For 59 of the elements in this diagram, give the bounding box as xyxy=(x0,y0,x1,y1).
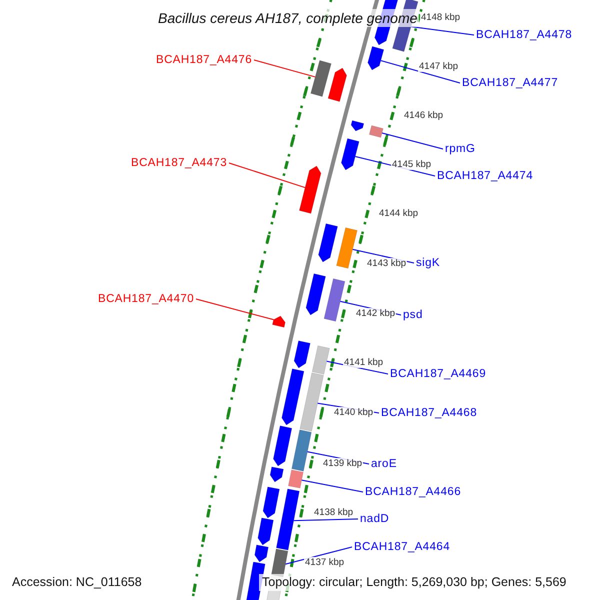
gene-label: BCAH187_A4466 xyxy=(365,485,461,499)
gene-bar xyxy=(310,60,332,97)
leader-line xyxy=(196,298,274,320)
position-label: 4141 kbp xyxy=(343,357,384,368)
gene-label: rpmG xyxy=(445,142,476,156)
position-label: 4145 kbp xyxy=(391,159,432,170)
gene-feature xyxy=(282,368,304,426)
gene-label: BCAH187_A4476 xyxy=(156,53,252,67)
gene-feature xyxy=(318,223,338,262)
gene-label: sigK xyxy=(416,256,440,270)
position-label: 4142 kbp xyxy=(355,308,396,319)
position-label: 4137 kbp xyxy=(304,557,346,568)
position-label: 4139 kbp xyxy=(322,458,364,469)
gene-label: nadD xyxy=(360,512,390,526)
gene-feature xyxy=(294,340,310,368)
gene-bar xyxy=(336,227,358,269)
gene-feature xyxy=(299,166,322,214)
gene-feature xyxy=(306,273,326,316)
leader-line xyxy=(285,546,352,565)
position-label: 4148 kbp xyxy=(420,12,462,23)
position-label: 4138 kbp xyxy=(313,507,354,518)
gene-feature xyxy=(328,68,347,102)
leader-line xyxy=(254,60,316,78)
leader-line xyxy=(410,26,474,36)
gene-feature xyxy=(270,466,284,482)
position-label: 4143 kbp xyxy=(366,258,408,269)
gene-label: BCAH187_A4464 xyxy=(354,540,450,554)
gene-bar xyxy=(291,430,312,472)
gene-label: BCAH187_A4470 xyxy=(98,292,194,306)
gene-label: BCAH187_A4477 xyxy=(462,76,558,90)
leader-line xyxy=(380,60,460,84)
leader-line xyxy=(301,480,364,492)
gene-feature xyxy=(258,518,274,546)
gene-feature xyxy=(272,316,286,328)
gene-bar xyxy=(312,345,330,375)
leader-line xyxy=(228,162,306,188)
position-label: 4147 kbp xyxy=(418,61,460,72)
gene-label: BCAH187_A4474 xyxy=(437,169,533,183)
leader-line xyxy=(293,518,358,522)
gene-feature xyxy=(254,544,269,562)
info-text: Accession: NC_011658 xyxy=(11,574,143,591)
gene-label: psd xyxy=(403,308,423,322)
gene-bar xyxy=(288,470,304,488)
gene-label: BCAH187_A4469 xyxy=(390,367,486,381)
gene-feature xyxy=(350,120,364,132)
gene-label: BCAH187_A4468 xyxy=(381,406,477,420)
gene-bar xyxy=(324,278,346,322)
position-label: 4140 kbp xyxy=(333,407,374,418)
gene-label: aroE xyxy=(371,457,397,471)
gene-feature xyxy=(341,138,360,170)
gene-feature xyxy=(368,46,384,70)
gene-feature xyxy=(262,486,280,518)
gene-label: BCAH187_A4478 xyxy=(476,28,572,42)
position-label: 4146 kbp xyxy=(403,110,444,121)
position-label: 4144 kbp xyxy=(378,208,420,219)
gene-bar xyxy=(369,125,384,138)
gene-label: BCAH187_A4473 xyxy=(131,156,227,170)
title: Bacillus cereus AH187, complete genome xyxy=(156,9,420,27)
leader-line xyxy=(382,132,444,150)
